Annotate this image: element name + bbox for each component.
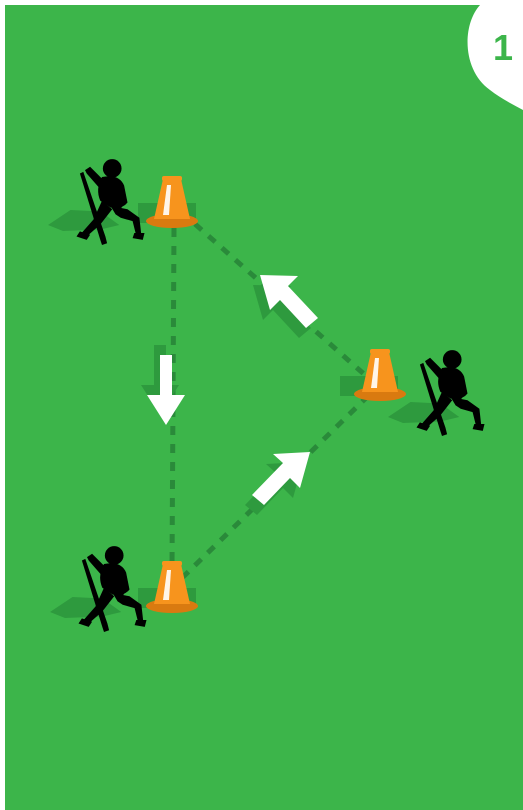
step-number: 1: [493, 27, 513, 68]
